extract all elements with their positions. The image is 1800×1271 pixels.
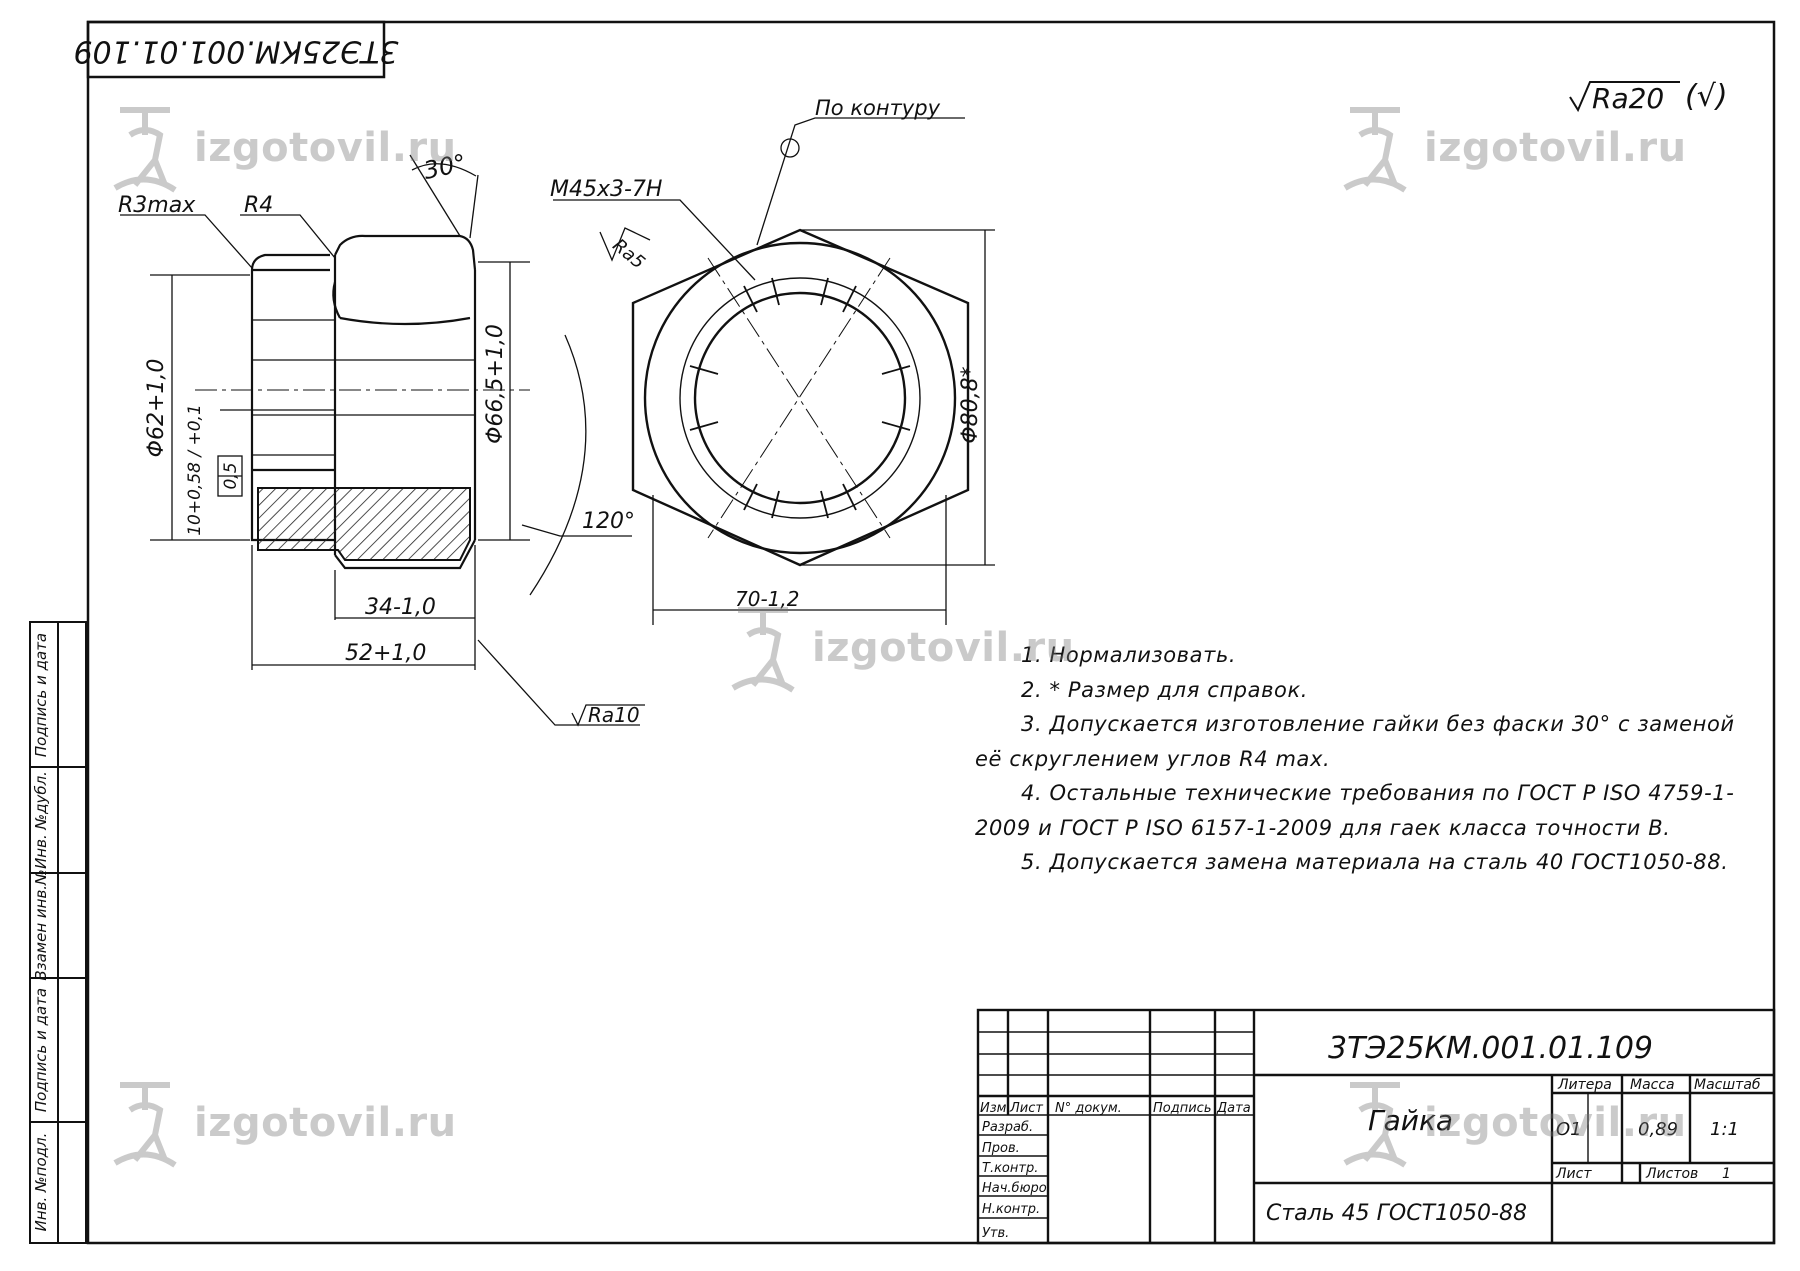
dim-thread: M45x3-7H (550, 177, 662, 202)
dim-angle-120: 120° (582, 509, 635, 534)
title-part-name: Гайка (1368, 1104, 1453, 1137)
watermark-figure-icon (113, 1082, 177, 1168)
left-strip (29, 621, 87, 1244)
watermark-text: izgotovil.ru (1424, 1099, 1687, 1146)
note-3: 3. Допускается изготовление гайки без фа… (1021, 712, 1735, 736)
general-roughness-symbol (1569, 81, 1680, 113)
strip-label-sign-date-2: Подпись и дата (32, 988, 50, 1112)
dim-ra5: Ra5 (608, 235, 648, 274)
sheets-value: 1 (1722, 1166, 1731, 1182)
dim-d80-8: Φ80,8* (958, 366, 983, 443)
note-5: 5. Допускается замена материала на сталь… (1021, 850, 1729, 874)
note-1: 1. Нормализовать. (1021, 643, 1237, 667)
dim-contour: По контуру (815, 96, 941, 120)
scale-label: Масштаб (1694, 1077, 1761, 1093)
section-hatch (257, 487, 471, 561)
watermark-figure-icon (113, 107, 177, 193)
top-stamp-box (86, 20, 386, 79)
col-header-change: Изм. (980, 1101, 1011, 1116)
scale-value: 1:1 (1710, 1119, 1739, 1140)
strip-label-orig-inv: Инв. №подл. (32, 1133, 50, 1232)
dim-ra10: Ra10 (588, 703, 640, 727)
sheets-label: Листов (1645, 1166, 1698, 1182)
title-designation: 3ТЭ25КМ.001.01.109 (1328, 1031, 1653, 1066)
row-label-tech-control: Т.контр. (982, 1161, 1038, 1176)
mass-label: Масса (1630, 1077, 1675, 1093)
general-roughness-suffix: (√) (1685, 79, 1728, 114)
watermark-figure-icon (1343, 1082, 1407, 1168)
technical-notes: 1. Нормализовать. 2. * Размер для справо… (975, 638, 1735, 880)
dim-len-52: 52+1,0 (345, 641, 426, 666)
watermark-bottom-right: izgotovil.ru (1340, 1075, 1687, 1170)
watermark-text: izgotovil.ru (1424, 124, 1687, 171)
dim-slot-width: 10+0,58 / +0,1 (185, 404, 205, 536)
watermark-top-left: izgotovil.ru (110, 100, 457, 195)
nut-front-view (631, 228, 970, 567)
side-dimension-lines (120, 154, 645, 727)
note-3-cont: её скруглением углов R4 max. (975, 746, 1331, 771)
watermark-figure-icon (1343, 107, 1407, 193)
watermark-text: izgotovil.ru (812, 624, 1075, 671)
dim-r3max: R3max (118, 193, 196, 218)
watermark-text: izgotovil.ru (194, 1099, 457, 1146)
col-header-sheet: Лист (1009, 1101, 1043, 1116)
col-header-date: Дата (1216, 1101, 1251, 1116)
strip-label-sign-date-1: Подпись и дата (32, 633, 50, 757)
general-roughness-value: Ra20 (1592, 82, 1664, 115)
row-label-bureau-head: Нач.бюро (982, 1181, 1047, 1196)
row-label-approved: Утв. (982, 1226, 1009, 1241)
litera-value: О1 (1556, 1119, 1582, 1140)
strip-label-replace-inv: Взамен инв.№ (32, 869, 50, 980)
sheet-label: Лист (1555, 1166, 1592, 1182)
dim-position-tol: 0,5 (221, 462, 241, 489)
watermark-top-right: izgotovil.ru (1340, 100, 1687, 195)
dim-d62: Φ62+1,0 (144, 359, 169, 458)
dim-width-70: 70-1,2 (735, 587, 799, 611)
row-label-norm-control: Н.контр. (982, 1202, 1040, 1217)
litera-label: Литера (1557, 1077, 1612, 1093)
row-label-checked: Пров. (982, 1141, 1020, 1156)
dim-len-34: 34-1,0 (365, 595, 436, 620)
watermark-bottom-left: izgotovil.ru (110, 1075, 457, 1170)
dim-r4: R4 (244, 193, 273, 218)
watermark-figure-icon (731, 607, 795, 693)
note-4-cont: 2009 и ГОСТ Р ISO 6157-1-2009 для гаек к… (975, 815, 1671, 840)
sheet-frame (86, 20, 1776, 1245)
top-stamp-text: 3ТЭ25КМ.001.01.109 (73, 34, 398, 69)
dim-d66-5: Φ66,5+1,0 (483, 324, 508, 444)
title-block (976, 1008, 1776, 1245)
strip-label-dup-inv: Инв. №дубл. (32, 771, 50, 869)
mass-value: 0,89 (1638, 1119, 1678, 1140)
watermark-center: izgotovil.ru (728, 600, 1075, 695)
watermark-text: izgotovil.ru (194, 124, 457, 171)
note-2: 2. * Размер для справок. (1021, 677, 1309, 702)
row-label-developed: Разраб. (982, 1120, 1033, 1135)
col-header-doc: N° докум. (1055, 1101, 1122, 1116)
col-header-sign: Подпись (1153, 1101, 1211, 1116)
note-4: 4. Остальные технические требования по Г… (1021, 781, 1735, 805)
title-material: Сталь 45 ГОСТ1050-88 (1266, 1201, 1527, 1226)
front-dimension-lines (553, 117, 995, 625)
